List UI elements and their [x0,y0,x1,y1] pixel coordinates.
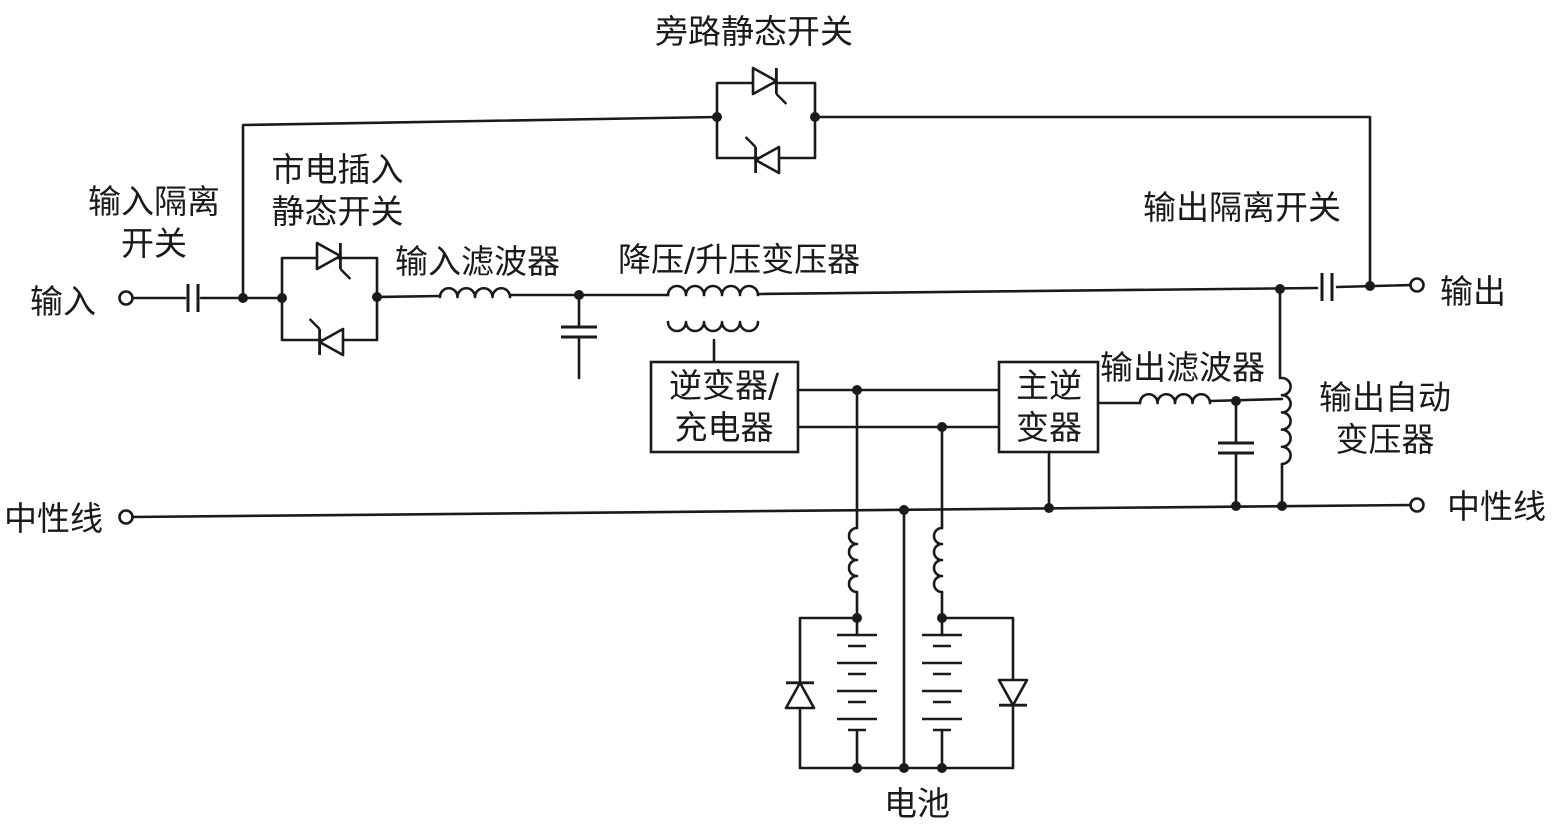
battery-label: 电池 [884,784,950,823]
transformer-primary [666,284,760,297]
output-filter-capacitor [1218,441,1254,455]
diode-triangle [318,327,345,357]
bypass-thyristor-reverse [744,136,781,175]
battery-left-inductor [847,526,859,594]
junction-dot [238,293,248,303]
output-terminal-label: 输出 [1440,272,1506,311]
buck-boost-transformer-label: 降压/升压变压器 [618,240,861,279]
battery-left-loop [798,616,906,770]
battery-right-stack [922,633,962,732]
diode-triangle [751,66,778,96]
thyristor-gate [339,268,352,280]
neutral-right-terminal [1409,497,1425,513]
battery-left-stack [837,633,877,732]
mains-loop-top [280,256,379,300]
neutral-right-label: 中性线 [1447,487,1546,526]
neutral-left-label: 中性线 [4,499,103,538]
output-autotransformer-coil [1280,376,1292,466]
out-filter-out [1208,397,1284,403]
bypass-wire-right [813,115,1372,288]
input-isolation-capacitor [186,284,200,312]
battery-right-inductor [932,526,944,594]
neutral-left-terminal [118,509,134,525]
bypass-static-switch-label: 旁路静态开关 [655,12,853,51]
junction-dot [574,290,584,300]
output-filter-label: 输出滤波器 [1100,348,1265,387]
input-filter-label: 输入滤波器 [395,242,560,281]
diode-triangle [997,678,1029,707]
diode-triangle [784,681,816,710]
junction-dot [372,292,382,302]
junction-dot [1231,396,1241,406]
mains-thyristor-forward [315,241,352,280]
output-isolation-switch-label: 输出隔离开关 [1143,188,1341,227]
transformer-secondary [666,320,760,333]
junction-dot [937,763,947,773]
output-filter-inductor [1138,392,1212,405]
inverter-charger-label-line2: 充电器 [674,408,774,447]
neutral-wire [129,503,1414,519]
battery-right-loop [902,616,1015,770]
input-filter-inductor [438,286,512,299]
main-inverter-label-line2: 变器 [1016,408,1082,447]
input-terminal-label: 输入 [30,282,96,321]
filter-in [375,294,442,299]
inverter-charger-label-line1: 逆变器/ [668,366,780,405]
junction-dots [238,112,1375,773]
battery-left-diode [784,681,816,710]
junction-dot [1231,501,1241,511]
components [118,66,1425,732]
thyristor-gate [775,93,788,105]
junction-dot [937,613,947,623]
junction-dot [899,763,909,773]
junction-dot [899,505,909,515]
junction-dot [1044,503,1054,513]
mains-static-switch-label-line2: 静态开关 [271,192,404,231]
main-inverter-box [997,360,1100,454]
main-inverter-label-line1: 主逆 [1016,366,1082,405]
mains-static-switch-label-line1: 市电插入 [271,150,404,189]
mains-thyristor-reverse [308,318,345,357]
diode-triangle [754,145,781,175]
wiring [129,81,1414,770]
thyristor-gate [744,136,757,148]
output-terminal [1409,277,1425,293]
input-terminal [118,290,134,306]
thyristor-gate [308,318,321,330]
input-isolation-switch-label-line2: 开关 [121,224,187,263]
bypass-loop-bottom [715,115,817,160]
inverter-charger-box [649,360,800,454]
junction-dot [1277,501,1287,511]
input-isolation-switch-label-line1: 输入隔离 [88,182,220,221]
battery-right-diode [997,678,1029,707]
bypass-thyristor-forward [751,66,788,105]
junction-dot [852,763,862,773]
bypass-wire-left [241,115,719,300]
junction-dot [1365,281,1375,291]
junction-dot [852,385,862,395]
junction-dot [810,112,820,122]
output-autotransformer-label-line1: 输出自动 [1319,378,1451,417]
junction-dot [712,112,722,122]
output-autotransformer-label-line2: 变压器 [1335,420,1435,459]
junction-dot [852,613,862,623]
main-line [756,286,1319,296]
diode-triangle [315,241,342,271]
junction-dot [277,293,287,303]
input-filter-capacitor [561,325,597,339]
output-isolation-capacitor [1320,273,1334,301]
junction-dot [937,422,947,432]
mains-loop-bottom [280,296,379,342]
junction-dot [1275,284,1285,294]
